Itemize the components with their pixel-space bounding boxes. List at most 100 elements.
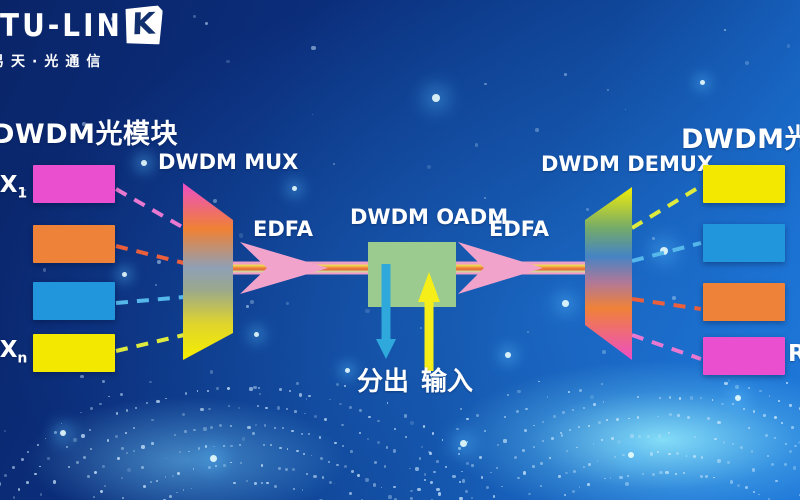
particle-dot: [522, 471, 527, 475]
particle-dot: [42, 268, 47, 272]
particle-dot: [210, 455, 218, 463]
particle-dot: [726, 460, 730, 464]
particle-dot: [768, 497, 771, 500]
particle-dot: [466, 441, 469, 443]
particle-dot: [671, 295, 676, 300]
particle-dot: [120, 447, 124, 451]
particle-dot: [417, 487, 421, 492]
particle-dot: [182, 488, 185, 491]
particle-dot: [572, 470, 577, 474]
particle-dot: [503, 439, 507, 443]
particle-dot: [415, 467, 419, 471]
particle-dot: [284, 467, 288, 471]
oadm-box: [368, 242, 456, 307]
particle-dot: [501, 485, 503, 488]
particle-dot: [174, 434, 177, 437]
particle-dot: [784, 443, 787, 445]
particle-dot: [279, 387, 283, 391]
particle-dot: [214, 464, 218, 468]
particle-dot: [125, 409, 129, 412]
particle-dot: [637, 416, 640, 419]
particle-dot: [388, 495, 392, 499]
particle-dot: [310, 454, 313, 457]
oadm-label: DWDM OADM: [350, 205, 509, 229]
particle-dot: [576, 446, 578, 449]
particle-dot: [81, 122, 86, 126]
particle-dot: [203, 427, 207, 431]
particle-dot: [503, 415, 506, 418]
particle-dot: [717, 420, 721, 425]
particle-dot: [404, 435, 408, 439]
particle-dot: [39, 493, 43, 496]
particle-dot: [169, 494, 172, 498]
particle-dot: [658, 396, 662, 400]
particle-dot: [560, 433, 564, 437]
particle-dot: [89, 429, 92, 432]
particle-dot: [758, 493, 760, 496]
particle-dot: [208, 407, 212, 411]
particle-dot: [492, 495, 496, 499]
particle-dot: [773, 416, 777, 420]
particle-dot: [292, 186, 298, 192]
particle-dot: [193, 14, 197, 18]
particle-dot: [742, 407, 746, 411]
particle-dot: [461, 479, 466, 483]
particle-dot: [694, 436, 696, 438]
particle-dot: [459, 480, 462, 483]
particle-dot: [286, 407, 289, 410]
particle-dot: [711, 399, 714, 401]
particle-dot: [792, 466, 797, 470]
particle-dot: [457, 452, 461, 456]
particle-dot: [517, 476, 520, 480]
particle-dot: [20, 458, 24, 462]
particle-dot: [47, 457, 51, 460]
particle-dot: [150, 481, 153, 484]
particle-dot: [659, 470, 663, 474]
particle-dot: [206, 389, 209, 392]
particle-dot: [305, 398, 308, 400]
particle-dot: [313, 474, 317, 479]
particle-dot: [99, 402, 103, 406]
particle-dot: [521, 449, 525, 453]
particle-dot: [532, 424, 535, 427]
rxn-label: RXn: [788, 341, 800, 367]
particle-dot: [731, 442, 735, 446]
particle-dot: [311, 113, 314, 116]
particle-dot: [637, 435, 641, 439]
particle-dot: [341, 423, 344, 427]
particle-dot: [564, 73, 568, 77]
particle-dot: [89, 406, 93, 410]
particle-dot: [727, 378, 731, 382]
particle-dot: [541, 439, 544, 442]
edfa2-label: EDFA: [489, 217, 549, 241]
particle-dot: [531, 465, 535, 468]
particle-dot: [527, 492, 531, 496]
particle-dot: [699, 396, 702, 399]
particle-dot: [60, 430, 67, 437]
brand-flag-k: K: [124, 5, 163, 45]
particle-dot: [257, 386, 260, 389]
particle-dot: [288, 390, 291, 393]
particle-dot: [12, 496, 16, 500]
brand-subtitle: 易天·光通信: [0, 54, 108, 70]
particle-dot: [246, 305, 249, 309]
particle-dot: [209, 370, 214, 374]
particle-dot: [583, 407, 586, 410]
particle-dot: [724, 29, 726, 31]
particle-dot: [298, 393, 303, 397]
particle-dot: [336, 382, 339, 386]
particle-dot: [386, 401, 389, 404]
particle-dot: [308, 394, 311, 398]
particle-dot: [537, 380, 540, 383]
particle-dot: [717, 459, 721, 463]
particle-dot: [452, 474, 456, 479]
particle-dot: [263, 424, 267, 427]
particle-dot: [789, 404, 792, 407]
particle-dot: [651, 472, 655, 476]
particle-dot: [239, 233, 244, 238]
mux-prism: [183, 183, 233, 360]
particle-dot: [513, 455, 518, 460]
particle-dot: [245, 480, 248, 483]
particle-dot: [239, 462, 243, 465]
particle-dot: [116, 412, 119, 415]
